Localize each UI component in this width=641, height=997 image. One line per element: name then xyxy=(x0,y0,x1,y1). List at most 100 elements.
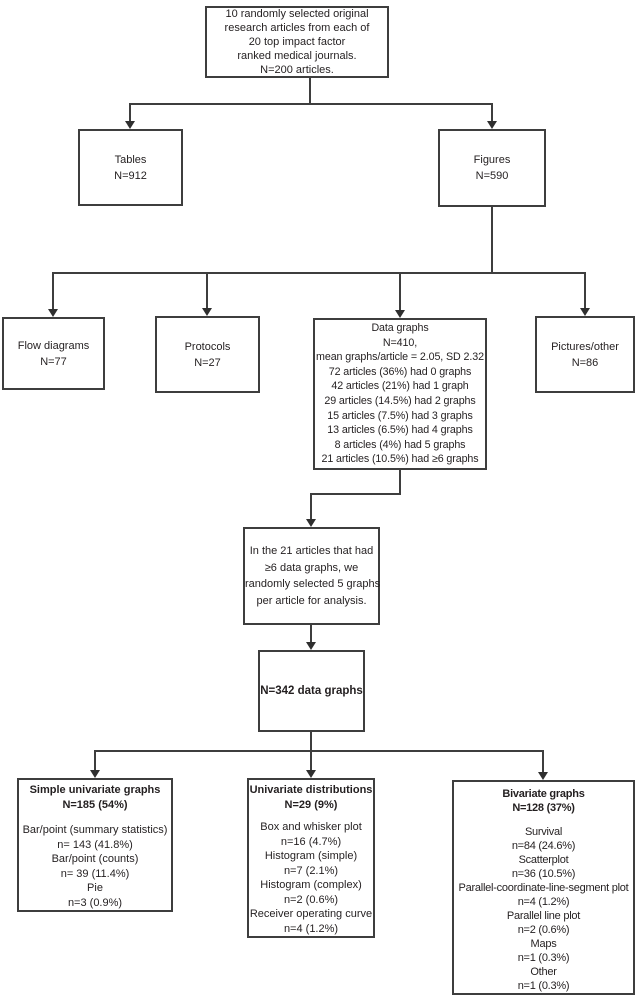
text-line: Scatterplot xyxy=(518,854,569,866)
connector-stem-simple-univariate xyxy=(94,750,96,771)
arrow-down-icon xyxy=(48,309,58,317)
text-line: In the 21 articles that had xyxy=(249,545,374,557)
text-line: N=912 xyxy=(114,169,147,182)
connector-elbow xyxy=(310,493,401,495)
connector-stem-pictures-other xyxy=(584,272,586,309)
arrow-down-icon xyxy=(580,308,590,316)
text-line: Bar/point (summary statistics) xyxy=(22,824,168,836)
text-line: per article for analysis. xyxy=(256,594,367,607)
text-line: N=86 xyxy=(571,356,599,369)
connector-branch-bottom xyxy=(94,750,544,752)
arrow-down-icon xyxy=(538,772,548,780)
text-line: n=7 (2.1%) xyxy=(283,864,339,877)
text-line: n=4 (1.2%) xyxy=(283,922,339,935)
box-pictures-other: Pictures/other N=86 xyxy=(535,316,635,393)
box-title-line: Univariate distributions xyxy=(249,784,373,796)
text-line: ≥6 data graphs, we xyxy=(264,561,359,574)
connector-total-down xyxy=(310,731,312,752)
box-total-data-graphs: N=342 data graphs xyxy=(258,650,365,732)
text-line: Flow diagrams xyxy=(17,339,90,352)
text-line: N=200 articles. xyxy=(260,64,334,76)
arrow-down-icon xyxy=(90,770,100,778)
text-line: Parallel line plot xyxy=(506,910,581,922)
text-line: 10 randomly selected original xyxy=(225,8,369,20)
box-flow-diagrams: Flow diagrams N=77 xyxy=(2,317,105,390)
text-line: n=1 (0.3%) xyxy=(517,980,570,992)
box-simple-univariate: Simple univariate graphs N=185 (54%) Bar… xyxy=(17,778,173,912)
arrow-down-icon xyxy=(202,308,212,316)
arrow-down-icon xyxy=(125,121,135,129)
box-title-line: N=185 (54%) xyxy=(62,798,128,811)
text-line: n=4 (1.2%) xyxy=(517,896,570,908)
connector-branch-row3 xyxy=(52,272,586,274)
text-line: 21 articles (10.5%) had ≥6 graphs xyxy=(321,453,479,466)
blank-line xyxy=(19,812,171,823)
text-line: Other xyxy=(530,966,557,978)
box-title-line: N=29 (9%) xyxy=(284,798,338,811)
text-line: Receiver operating curve xyxy=(249,908,373,920)
box-bivariate-graphs: Bivariate graphs N=128 (37%) Survival n=… xyxy=(452,780,635,995)
blank-line xyxy=(249,812,373,820)
connector-stem-figures xyxy=(491,103,493,122)
text-line: n= 143 (41.8%) xyxy=(57,838,133,851)
connector-source-down xyxy=(309,77,311,104)
text-line: mean graphs/article = 2.05, SD 2.32 xyxy=(316,351,484,364)
box-title-line: Simple univariate graphs xyxy=(29,784,161,796)
text-line: 8 articles (4%) had 5 graphs xyxy=(334,438,466,451)
text-line: n=2 (0.6%) xyxy=(283,893,339,906)
connector-stem-tables xyxy=(129,103,131,122)
text-line: n=1 (0.3%) xyxy=(517,952,570,964)
connector-data-graphs-down xyxy=(399,469,401,495)
text-line: N=410, xyxy=(382,336,418,349)
text-line: 20 top impact factor xyxy=(248,36,346,48)
text-line: Pie xyxy=(87,882,103,894)
text-line: ranked medical journals. xyxy=(237,50,357,62)
box-title-line: Bivariate graphs xyxy=(502,788,585,800)
text-line: 15 articles (7.5%) had 3 graphs xyxy=(327,409,473,422)
connector-stem-univariate-distributions xyxy=(310,750,312,771)
text-line: Figures xyxy=(473,154,511,166)
box-tables: Tables N=912 xyxy=(78,129,183,206)
text-line: research articles from each of xyxy=(224,22,370,34)
arrow-down-icon xyxy=(306,642,316,650)
text-line: n=3 (0.9%) xyxy=(67,896,123,909)
connector-figures-down xyxy=(491,205,493,274)
connector-stem-total xyxy=(310,624,312,643)
text-line: Parallel-coordinate-line-segment plot xyxy=(458,882,629,894)
arrow-down-icon xyxy=(306,770,316,778)
box-selection-note: In the 21 articles that had ≥6 data grap… xyxy=(243,527,380,625)
text-line: N=27 xyxy=(194,356,221,369)
connector-stem-flow-diagrams xyxy=(52,272,54,310)
text-line: 42 articles (21%) had 1 graph xyxy=(331,380,469,393)
text-line: n=36 (10.5%) xyxy=(511,868,576,880)
text-line: N=77 xyxy=(40,355,67,368)
connector-stem-data-graphs xyxy=(399,272,401,311)
text-line: n=2 (0.6%) xyxy=(517,924,570,936)
text-line: randomly selected 5 graphs xyxy=(245,578,381,590)
text-line: Bar/point (counts) xyxy=(51,853,139,865)
text-line: Tables xyxy=(114,153,147,166)
box-figures: Figures N=590 xyxy=(438,129,546,207)
arrow-down-icon xyxy=(395,310,405,318)
arrow-down-icon xyxy=(487,121,497,129)
text-line: Histogram (simple) xyxy=(264,850,358,862)
box-title-line: N=128 (37%) xyxy=(512,802,575,814)
text-line: Protocols xyxy=(184,340,231,353)
connector-stem-bivariate xyxy=(542,750,544,773)
text-line: 72 articles (36%) had 0 graphs xyxy=(328,365,472,378)
blank-line xyxy=(454,815,633,825)
text-line: Survival xyxy=(524,826,563,838)
connector-stem-selection xyxy=(310,493,312,520)
text-line: Box and whisker plot xyxy=(260,821,362,833)
text-line: Pictures/other xyxy=(551,340,619,353)
text-line: n= 39 (11.4%) xyxy=(60,867,130,880)
text-line: N=342 data graphs xyxy=(260,685,363,697)
box-univariate-distributions: Univariate distributions N=29 (9%) Box a… xyxy=(247,778,375,938)
text-line: n=84 (24.6%) xyxy=(511,840,576,852)
arrow-down-icon xyxy=(306,519,316,527)
text-line: n=16 (4.7%) xyxy=(280,835,342,848)
text-line: 13 articles (6.5%) had 4 graphs xyxy=(327,424,473,437)
box-source-articles: 10 randomly selected original research a… xyxy=(205,6,389,78)
connector-stem-protocols xyxy=(206,272,208,309)
